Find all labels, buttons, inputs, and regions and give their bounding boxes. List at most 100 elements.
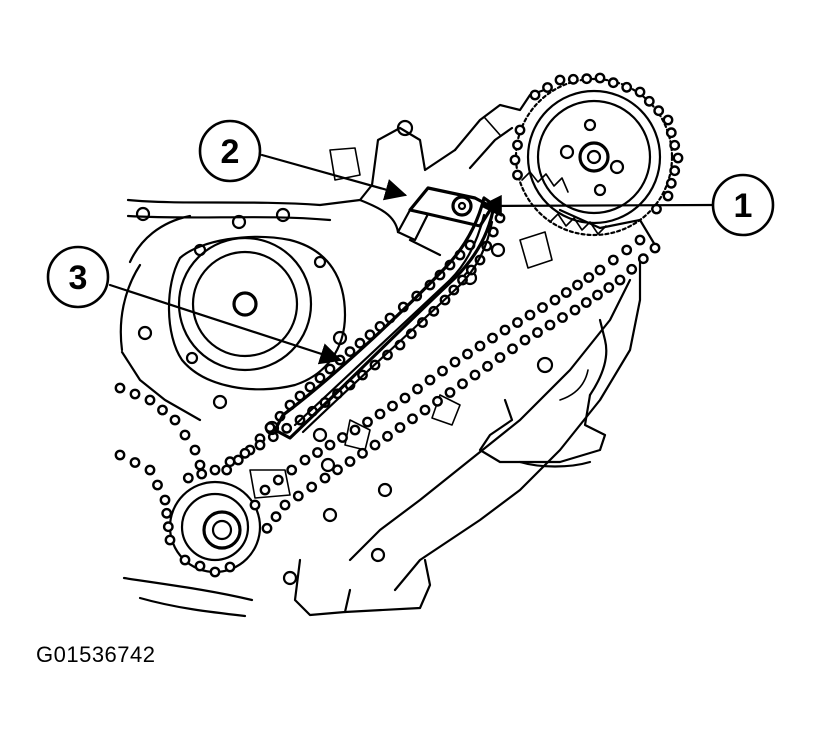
chain-link — [129, 457, 141, 468]
chain-link — [569, 304, 581, 316]
chain-link — [292, 490, 304, 502]
chain-link — [357, 447, 368, 459]
chain-link — [462, 348, 473, 360]
figure-reference-code: G01536742 — [36, 642, 156, 667]
chain-link — [254, 439, 266, 451]
chain-link — [607, 254, 619, 266]
chain-link — [344, 346, 356, 357]
leader-2 — [260, 153, 408, 201]
timing-chain — [114, 72, 684, 578]
chain-link — [621, 81, 633, 93]
chain-link — [324, 439, 336, 451]
chain-link — [594, 72, 606, 84]
engine-block — [119, 86, 657, 618]
chain-link — [437, 365, 448, 377]
chain-link — [444, 387, 456, 398]
chain-link — [512, 169, 523, 181]
callout-3: 3 — [46, 245, 110, 309]
chain-link — [369, 439, 381, 451]
chain-link — [157, 404, 168, 416]
chain-link — [374, 408, 386, 420]
chain-link — [209, 464, 221, 476]
chain-link — [164, 534, 176, 546]
chain-link — [272, 474, 284, 486]
chain-link — [114, 382, 126, 394]
chain-link — [196, 468, 208, 480]
chain-link — [419, 404, 431, 416]
chain-link — [487, 332, 498, 344]
chain-link — [337, 432, 348, 443]
camshaft-sprocket — [514, 77, 674, 237]
chain-link — [554, 74, 566, 86]
chain-link — [634, 234, 646, 246]
chain-link — [507, 343, 518, 355]
chain-link — [649, 242, 661, 254]
chain-link — [607, 77, 619, 89]
chain-link — [532, 327, 543, 338]
chain-link — [332, 464, 343, 476]
chain-link — [259, 484, 271, 496]
chain-link — [669, 165, 681, 177]
callout-leaders — [108, 153, 714, 365]
chain-link — [519, 334, 531, 346]
chain-link — [537, 302, 548, 313]
chain-link — [224, 561, 236, 573]
chain-link — [449, 356, 461, 368]
chain-link — [159, 494, 171, 506]
chain-link — [209, 566, 221, 578]
chain-link — [572, 279, 583, 291]
chain-link — [662, 190, 674, 202]
chain-link — [560, 287, 572, 298]
chain-link — [665, 177, 677, 189]
chain-link — [239, 447, 251, 459]
chain-link — [412, 383, 423, 395]
chain-link — [314, 372, 326, 384]
chain-link — [182, 472, 194, 484]
chain-link — [614, 274, 626, 286]
chain-link — [387, 400, 398, 412]
chain-link — [542, 82, 553, 93]
chain-link — [469, 369, 481, 381]
chain-link — [583, 272, 595, 283]
chain-link — [549, 294, 561, 306]
chain-link — [144, 394, 156, 406]
chain-link — [499, 324, 511, 336]
chain-link — [474, 340, 486, 352]
chain-link — [634, 86, 646, 98]
chain-link — [194, 560, 206, 572]
chain-link — [457, 378, 468, 390]
chain-link — [529, 89, 541, 101]
chain-link — [665, 127, 677, 139]
callout-1: 1 — [711, 173, 775, 237]
chain-link — [270, 511, 282, 523]
chain-link — [354, 337, 366, 349]
chain-link — [281, 422, 293, 434]
chain-link — [580, 297, 592, 308]
chain-link — [424, 374, 436, 386]
chain-link — [637, 253, 649, 265]
chain-link — [144, 464, 156, 476]
callout-2-number: 2 — [221, 133, 240, 171]
chain-link — [249, 499, 261, 511]
chain-link — [194, 459, 206, 471]
chain-link — [169, 414, 181, 426]
leader-1 — [479, 194, 714, 217]
chain-link — [179, 429, 191, 441]
leader-3 — [108, 283, 343, 365]
chain-link — [114, 449, 126, 461]
chain-link — [417, 317, 428, 328]
chain-link — [672, 152, 684, 164]
chain-link — [662, 114, 674, 126]
chain-link — [643, 95, 655, 107]
chain-link — [581, 73, 593, 85]
chain-link — [382, 430, 393, 442]
chain-link — [349, 424, 361, 436]
chain-link — [592, 289, 603, 301]
chain-link — [304, 381, 316, 393]
chain-link — [626, 263, 638, 275]
chain-link — [382, 349, 393, 361]
chain-link — [162, 521, 174, 533]
chain-link — [669, 139, 681, 151]
chain-link — [544, 319, 556, 331]
